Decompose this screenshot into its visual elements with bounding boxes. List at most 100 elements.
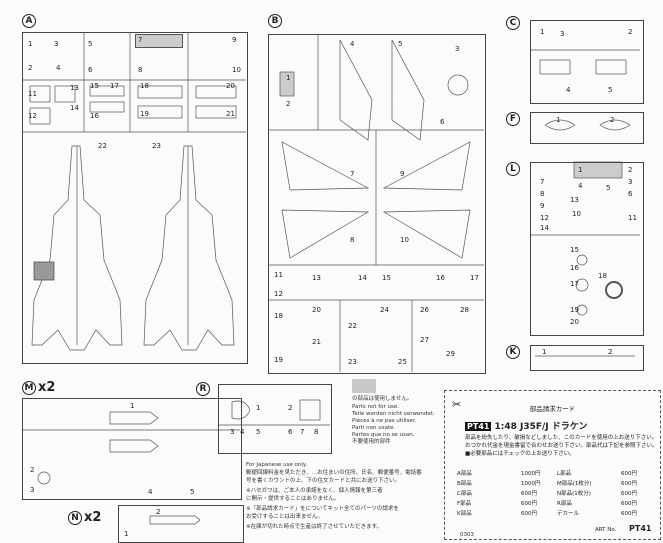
price-left-2-part: C部品 [457, 491, 472, 497]
art-no: PT41 [629, 524, 652, 533]
tree-letter-c: C [506, 16, 520, 30]
m-part-5: 5 [190, 488, 195, 496]
price-left-4-part: K部品 [457, 511, 472, 517]
r-part-2: 2 [288, 404, 293, 412]
b-part-7: 7 [350, 170, 355, 178]
price-left-1-price: 1000円 [521, 481, 541, 487]
a-part-3: 3 [54, 40, 59, 48]
unused-note-4: Parti non usate. [352, 425, 396, 431]
c-part-4: 4 [566, 86, 571, 94]
k-part-1: 1 [542, 348, 547, 356]
l-part-3: 3 [628, 178, 633, 186]
jp-note-3: ※ハセガワは、ご本人の承諾をなく、個人情報を第三者 [246, 488, 383, 494]
tree-label-c: C [506, 16, 520, 30]
c-part-3: 3 [560, 30, 565, 38]
price-left-2-price: 600円 [521, 491, 537, 497]
b-part-1: 1 [286, 74, 291, 82]
a-part-16: 16 [90, 112, 99, 120]
unused-note-3: Pièces à ne pas utiliser. [352, 418, 417, 424]
l-part-17: 17 [570, 280, 579, 288]
tree-letter-k: K [506, 345, 520, 359]
l-part-10: 10 [572, 210, 581, 218]
l-part-4: 4 [578, 182, 583, 190]
m-part-3: 3 [30, 486, 35, 494]
price-right-2-part: N部品(1枚分) [557, 491, 591, 497]
price-right-2-price: 600円 [621, 491, 637, 497]
a-part-1: 1 [28, 40, 33, 48]
tree-label-b: B [268, 14, 282, 28]
price-right-4-part: デカール [557, 511, 580, 517]
l-part-9: 9 [540, 202, 545, 210]
tree-letter-l: L [506, 162, 520, 176]
price-right-0-part: L部品 [557, 471, 572, 477]
price-left-1-part: B部品 [457, 481, 472, 487]
sprue-tree-a [22, 32, 248, 364]
sprue-tree-n [118, 505, 244, 543]
l-part-16: 16 [570, 264, 579, 272]
r-part-7: 7 [300, 428, 305, 436]
unused-note-1: Parts not for use. [352, 404, 400, 410]
l-part-11: 11 [628, 214, 637, 222]
n-part-1: 1 [124, 530, 129, 538]
tree-label-a: A [22, 14, 36, 28]
b-part-2: 2 [286, 100, 291, 108]
a-part-19: 19 [140, 110, 149, 118]
a-part-10: 10 [232, 66, 241, 74]
footer-code: 0303 [460, 532, 474, 538]
jp-note-0: For Japanese use only. [246, 462, 308, 468]
l-part-18: 18 [598, 272, 607, 280]
price-left-0-part: A部品 [457, 471, 472, 477]
b-part-28: 28 [460, 306, 469, 314]
b-part-18: 18 [274, 312, 283, 320]
b-part-27: 27 [420, 336, 429, 344]
b-part-6: 6 [440, 118, 445, 126]
c-part-1: 1 [540, 28, 545, 36]
unused-note-0: の部品は使用しません。 [352, 396, 413, 402]
tree-label-k: K [506, 345, 520, 359]
b-part-29: 29 [446, 350, 455, 358]
a-part-20: 20 [226, 82, 235, 90]
tree-letter-r: R [196, 382, 210, 396]
b-part-17: 17 [470, 274, 479, 282]
m-part-2: 2 [30, 466, 35, 474]
scissors-icon: ✂ [452, 398, 462, 411]
b-part-5: 5 [398, 40, 403, 48]
jp-note-5: ※「部品請求カード」をについてキット全てのパーツの請求を [246, 506, 399, 512]
l-part-6: 6 [628, 190, 633, 198]
jp-note-7: ※在庫が切れた時点で生産は終了させていただきます。 [246, 524, 383, 530]
r-part-3: 3 [230, 428, 235, 436]
product-code: PT41 [465, 422, 492, 431]
k-part-2: 2 [608, 348, 613, 356]
b-part-8: 8 [350, 236, 355, 244]
tree-label-r: R [196, 382, 210, 396]
a-part-9: 9 [232, 36, 237, 44]
tree-label-n: N x2 [68, 510, 101, 525]
tree-letter-a: A [22, 14, 36, 28]
jp-note-4: に開示・提供することはありません。 [246, 496, 340, 502]
a-part-2: 2 [28, 64, 33, 72]
l-part-8: 8 [540, 190, 545, 198]
art-no-label: ART No. [595, 527, 617, 533]
n-part-2: 2 [156, 508, 161, 516]
a-part-13: 13 [70, 84, 79, 92]
l-part-12: 12 [540, 214, 549, 222]
b-part-4: 4 [350, 40, 355, 48]
sprue-tree-b [268, 34, 486, 374]
r-part-1: 1 [256, 404, 261, 412]
tree-label-l: L [506, 162, 520, 176]
b-part-10: 10 [400, 236, 409, 244]
b-part-9: 9 [400, 170, 405, 178]
jp-note-2: 号を書くカウントの上、下の住文カードと共にお送り下さい。 [246, 478, 401, 484]
b-part-23: 23 [348, 358, 357, 366]
price-right-3-price: 600円 [621, 501, 637, 507]
r-part-6: 6 [288, 428, 293, 436]
price-right-1-part: M部品(1枚分) [557, 481, 592, 487]
a-part-22: 22 [98, 142, 107, 150]
a-part-17: 17 [110, 82, 119, 90]
a-part-12: 12 [28, 112, 37, 120]
price-left-0-price: 1000円 [521, 471, 541, 477]
a-part-6: 6 [88, 66, 93, 74]
